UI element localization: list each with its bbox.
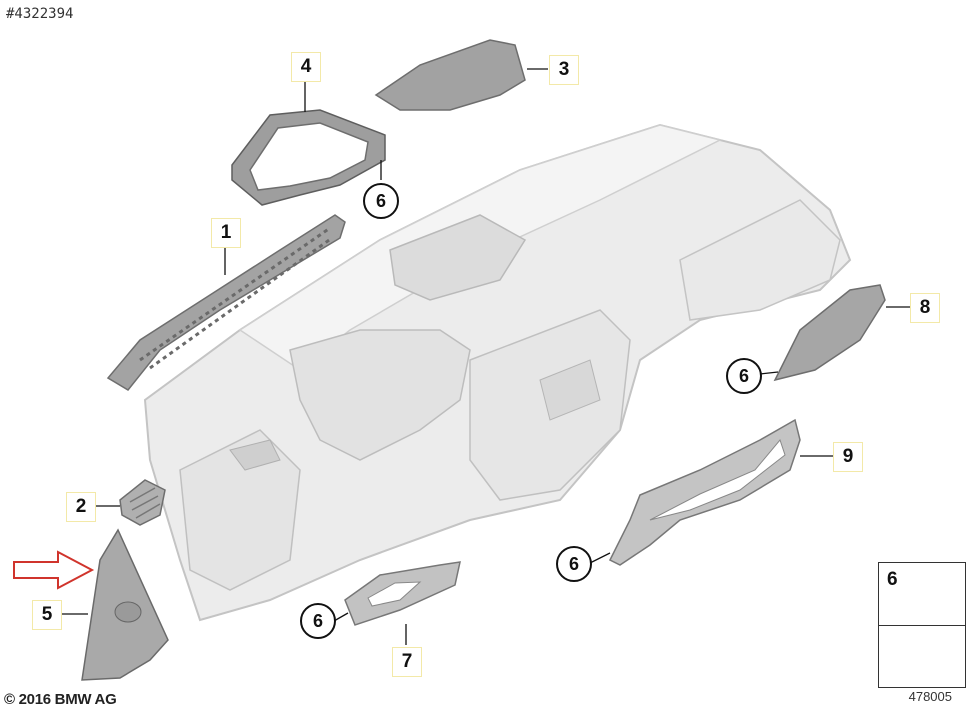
part-5-end-panel: [81, 528, 169, 681]
callout-part-6-circle: 6: [363, 183, 399, 219]
legend-divider: [879, 625, 965, 626]
pointer-arrow-icon: [13, 550, 95, 590]
part-2-vent: [119, 479, 166, 526]
callout-part-3: 3: [549, 55, 579, 85]
dashboard-body: [143, 123, 852, 622]
callout-part-5: 5: [32, 600, 62, 630]
callout-part-4: 4: [291, 52, 321, 82]
callout-part-7: 7: [392, 647, 422, 677]
callout-part-2: 2: [66, 492, 96, 522]
part-1-grille: [106, 214, 346, 391]
part-9-trim: [608, 418, 801, 566]
callout-part-1: 1: [211, 218, 241, 248]
callout-part-6-circle: 6: [726, 358, 762, 394]
part-7-trim: [344, 561, 461, 626]
part-4-frame: [231, 109, 386, 206]
callout-part-8: 8: [910, 293, 940, 323]
callout-part-6-circle: 6: [556, 546, 592, 582]
reference-id: #4322394: [6, 6, 74, 22]
copyright-notice: © 2016 BMW AG: [4, 691, 117, 708]
part-8-trim: [773, 284, 886, 382]
callout-part-6-circle: 6: [300, 603, 336, 639]
fastener-legend: 6: [878, 562, 966, 688]
callout-part-9: 9: [833, 442, 863, 472]
part-3-cover: [374, 39, 526, 111]
drawing-number: 478005: [908, 689, 952, 704]
leader-lines: [62, 68, 910, 645]
legend-part-number: 6: [887, 569, 898, 590]
